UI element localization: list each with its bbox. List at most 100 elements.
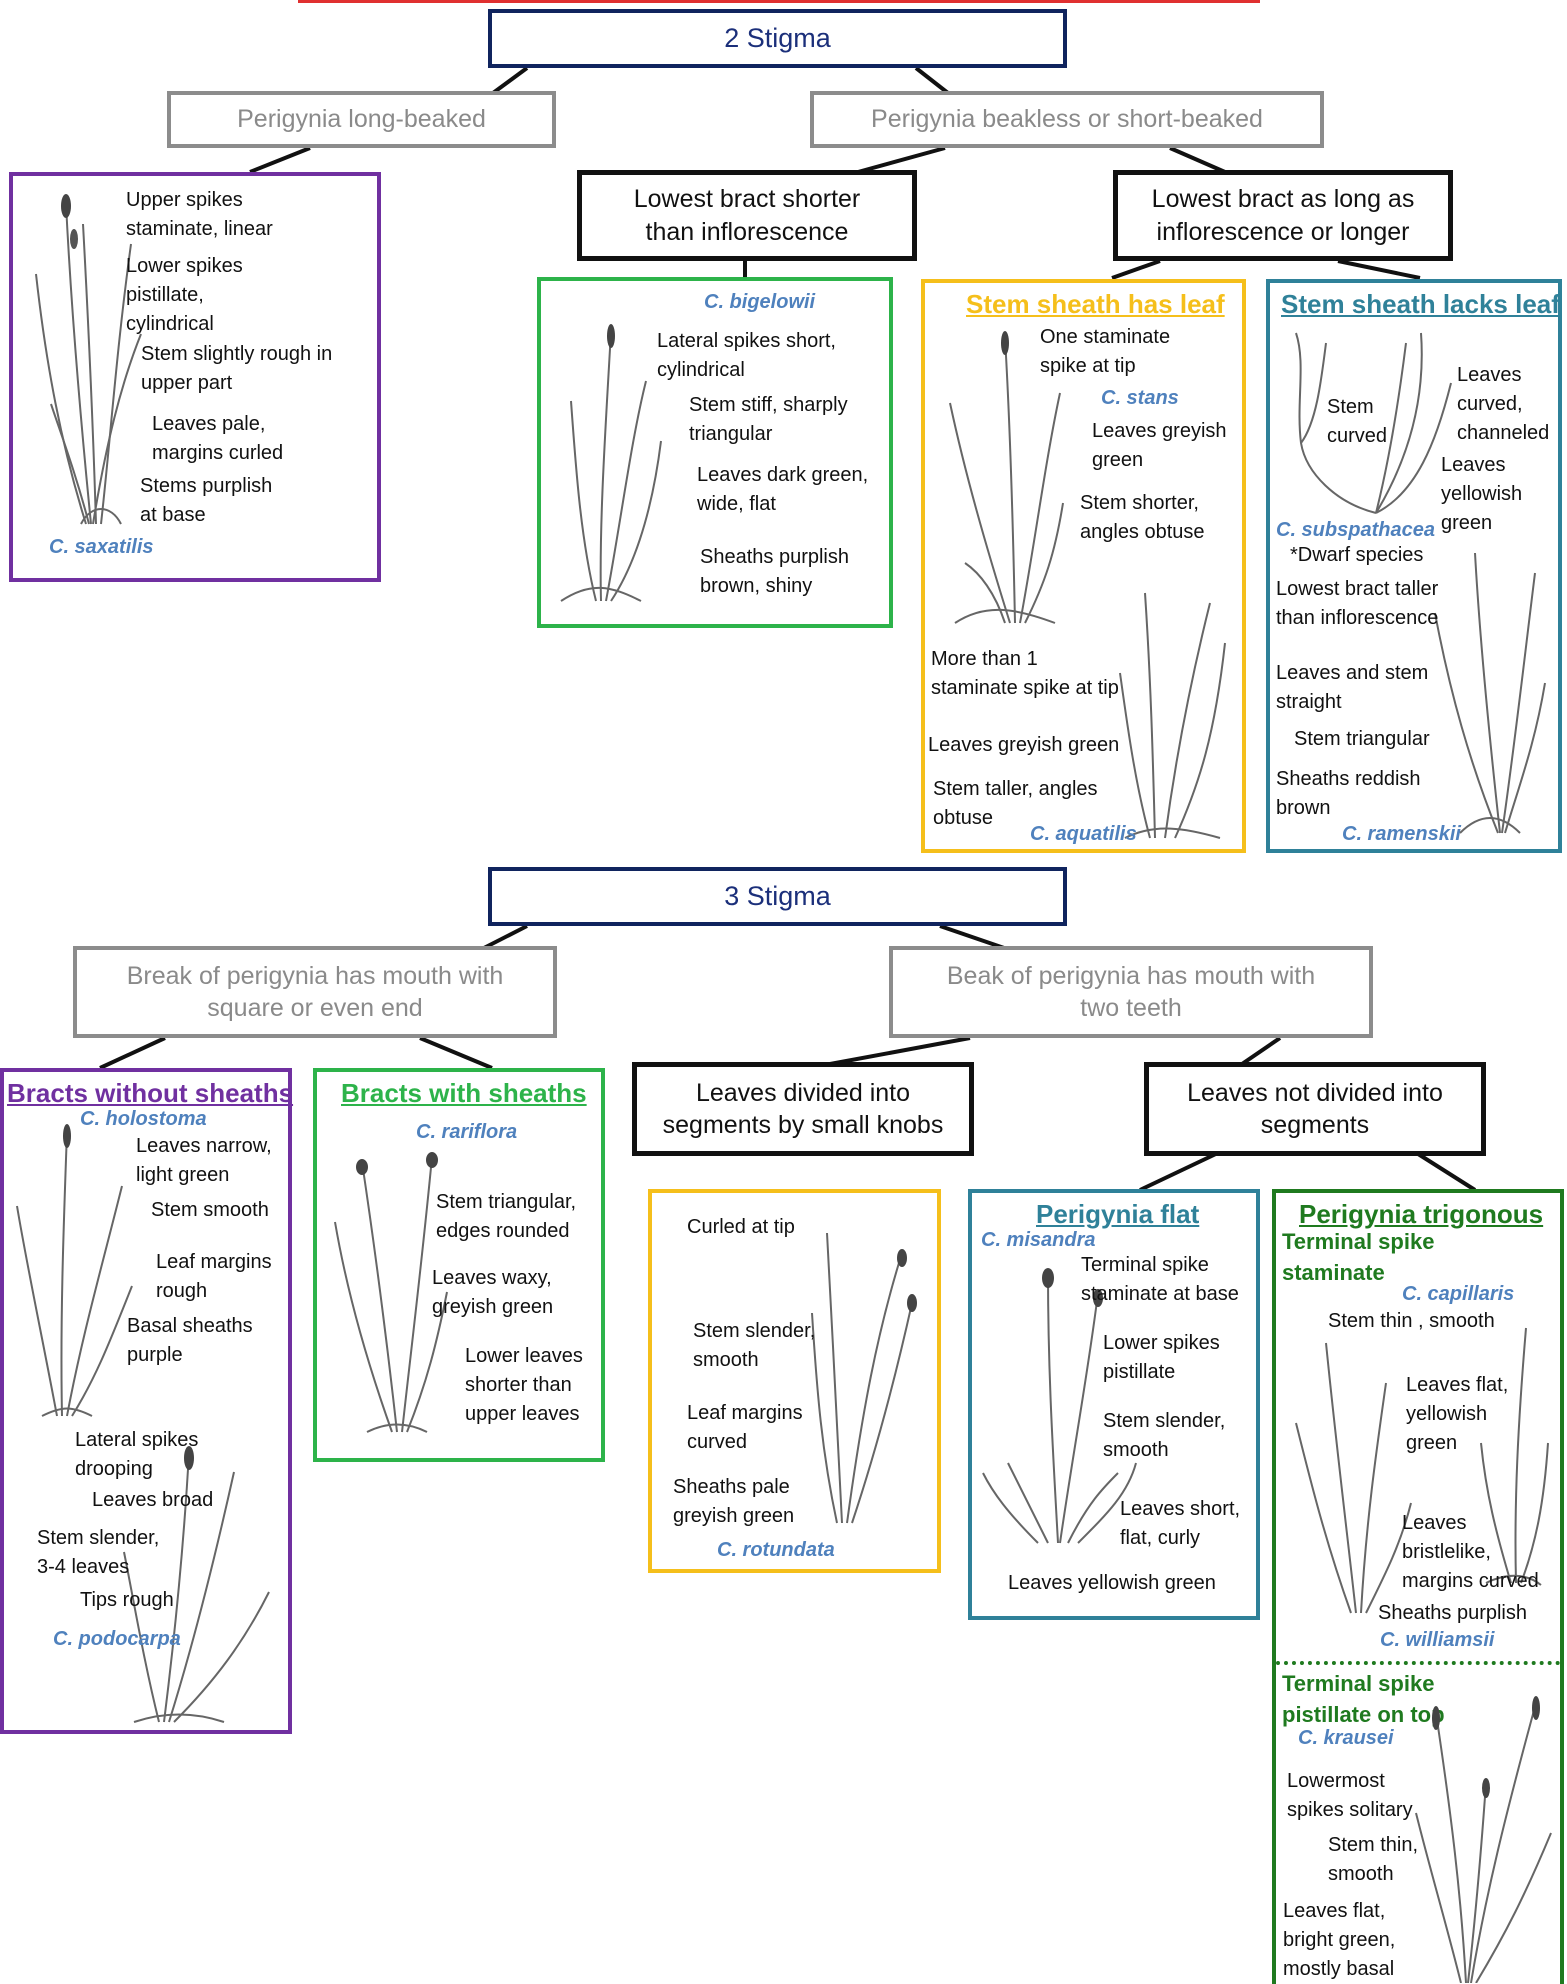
two-teeth-node: Beak of perigynia has mouth with two tee… [889,946,1373,1038]
rotundata-label-tip: Curled at tip [687,1216,795,1238]
podocarpa-plant-drawing [123,1446,270,1723]
subspathacea-plant-drawing [1295,332,1452,514]
williamsii-label-sheaths: Sheaths purplish [1378,1602,1527,1624]
short-beaked-node: Perigynia beakless or short-beaked [810,91,1324,148]
bract-shorter-node: Lowest bract shorter than inflorescence [577,170,917,261]
bigelowii-label-leaves: Leaves dark green, wide, flat [697,464,869,515]
williamsii-label-leaves: Leaves bristlelike, margins curved [1402,1512,1539,1592]
aquatilis-species-name: C. aquatilis [1030,823,1137,845]
stans-plant-drawing [949,331,1064,624]
not-divided-node: Leaves not divided into segments [1144,1062,1486,1156]
short-beaked-label: Perigynia beakless or short-beaked [871,105,1263,134]
capillaris-williamsii-plant-drawing [1295,1327,1549,1614]
bigelowii-label-stem: Stem stiff, sharply triangular [689,394,848,445]
krausei-species-name: C. krausei [1298,1727,1394,1749]
misandra-plant-drawing [982,1268,1137,1544]
square-end-label: Break of perigynia has mouth with square… [126,961,504,1023]
bracts-with-panel: Bracts with sheaths C. rariflora Stem tr… [313,1068,605,1462]
holostoma-label-stem: Stem smooth [151,1199,269,1221]
rotundata-panel: Curled at tip Stem slender, smooth Leaf … [648,1189,941,1573]
ramenskii-plant-drawing [1434,552,1546,834]
long-beaked-label: Perigynia long-beaked [237,105,486,134]
saxatilis-species-name: C. saxatilis [49,536,154,558]
capillaris-label-stem: Stem thin , smooth [1328,1310,1495,1332]
ramenskii-label-bract: Lowest bract taller than inflorescence [1276,578,1439,629]
bigelowii-panel: C. bigelowii Lateral spikes short, cylin… [537,277,893,628]
aquatilis-plant-drawing [1119,592,1226,839]
rariflora-label-stem: Stem triangular, edges rounded [436,1191,577,1242]
bigelowii-plant-drawing [560,324,662,602]
ramenskii-label-sheaths: Sheaths reddish brown [1276,768,1421,819]
rariflora-species-name: C. rariflora [416,1121,518,1143]
krausei-plant-drawing [1415,1696,1552,1983]
not-divided-label: Leaves not divided into segments [1187,1078,1443,1140]
top-accent-line [298,0,1260,3]
holostoma-species-name: C. holostoma [80,1108,207,1130]
saxatilis-label-leaves: Leaves pale, margins curled [152,413,284,464]
bracts-without-panel: Bracts without sheaths C. holostoma Leav… [0,1068,294,1734]
subspathacea-label-stem: Stem curved [1327,396,1388,447]
holostoma-label-sheaths: Basal sheaths purple [127,1315,253,1366]
saxatilis-label-lower-spikes: Lower spikes pistillate, cylindrical [126,255,243,335]
krausei-label-spikes: Lowermost spikes solitary [1287,1770,1413,1821]
misandra-label-lower: Lower spikes pistillate [1103,1332,1220,1383]
bigelowii-label-sheaths: Sheaths purplish brown, shiny [700,546,849,597]
trigonous-dotted-divider [1276,1661,1560,1665]
misandra-label-yellowish: Leaves yellowish green [1008,1572,1216,1594]
krausei-label-leaves: Leaves flat, bright green, mostly basal [1283,1900,1396,1980]
holostoma-plant-drawing [16,1124,133,1417]
stans-species-name: C. stans [1101,387,1179,409]
podocarpa-label-stem: Stem slender, 3-4 leaves [37,1527,160,1578]
stigma-2-label: 2 Stigma [724,22,831,53]
rariflora-label-leaves: Leaves waxy, greyish green [432,1267,554,1318]
perigynia-trigonous-heading: Perigynia trigonous [1299,1199,1544,1229]
subspathacea-label-leaves-curved: Leaves curved, channeled [1457,364,1550,444]
misandra-label-stem: Stem slender, smooth [1103,1410,1226,1461]
knobs-node: Leaves divided into segments by small kn… [632,1062,974,1156]
square-end-node: Break of perigynia has mouth with square… [73,946,557,1038]
podocarpa-species-name: C. podocarpa [53,1628,181,1650]
misandra-label-terminal: Terminal spike staminate at base [1081,1254,1239,1305]
podocarpa-label-spikes: Lateral spikes drooping [75,1429,199,1480]
knobs-label: Leaves divided into segments by small kn… [662,1078,944,1140]
rotundata-label-margins: Leaf margins curved [687,1402,803,1453]
rotundata-species-name: C. rotundata [717,1539,835,1561]
rariflora-label-lower-leaves: Lower leaves shorter than upper leaves [465,1345,583,1425]
has-leaf-heading: Stem sheath has leaf [966,289,1225,319]
stigma-3-node: 3 Stigma [488,867,1067,926]
williamsii-species-name: C. williamsii [1380,1629,1495,1651]
bigelowii-label-spikes: Lateral spikes short, cylindrical [657,330,836,381]
perigynia-flat-heading: Perigynia flat [1036,1199,1200,1229]
bract-longer-node: Lowest bract as long as inflorescence or… [1113,170,1453,261]
stans-label-leaves: Leaves greyish green [1092,420,1227,471]
ramenskii-species-name: C. ramenskii [1342,823,1461,845]
saxatilis-panel: Upper spikes staminate, linear Lower spi… [9,172,381,582]
lacks-leaf-heading: Stem sheath lacks leaf [1281,289,1560,319]
subspathacea-label-leaves-yellowish: Leaves yellowish green [1441,454,1523,534]
lacks-leaf-panel: Stem sheath lacks leaf Stem curved Leave… [1266,279,1562,853]
krausei-label-stem: Stem thin, smooth [1328,1834,1419,1885]
bracts-without-heading: Bracts without sheaths [7,1078,294,1108]
two-teeth-label: Beak of perigynia has mouth with two tee… [946,961,1316,1023]
misandra-species-name: C. misandra [981,1229,1096,1251]
ramenskii-label-stem: Stem triangular [1294,728,1430,750]
perigynia-trigonous-panel: Perigynia trigonous Terminal spike stami… [1272,1189,1564,1984]
dwarf-species-note: *Dwarf species [1290,544,1424,566]
saxatilis-plant-drawing [35,194,142,525]
aquatilis-label-leaves: Leaves greyish green [928,734,1120,756]
aquatilis-label-stem: Stem taller, angles obtuse [933,778,1098,829]
bract-shorter-label: Lowest bract shorter than inflorescence [633,185,861,246]
bract-longer-label: Lowest bract as long as inflorescence or… [1151,185,1415,246]
has-leaf-panel: Stem sheath has leaf One staminate spike… [921,279,1246,853]
stans-label-spike: One staminate spike at tip [1040,326,1171,377]
capillaris-label-leaves: Leaves flat, yellowish green [1406,1374,1509,1454]
stans-label-stem: Stem shorter, angles obtuse [1080,492,1205,543]
rotundata-label-stem: Stem slender, smooth [693,1320,816,1371]
stigma-2-node: 2 Stigma [488,9,1067,68]
ramenskii-label-straight: Leaves and stem straight [1276,662,1429,713]
stigma-3-label: 3 Stigma [724,880,831,911]
rotundata-plant-drawing [811,1232,917,1524]
rariflora-plant-drawing [334,1152,448,1433]
saxatilis-label-stem: Stem slightly rough in upper part [141,343,333,394]
misandra-label-leaves: Leaves short, flat, curly [1120,1498,1241,1549]
